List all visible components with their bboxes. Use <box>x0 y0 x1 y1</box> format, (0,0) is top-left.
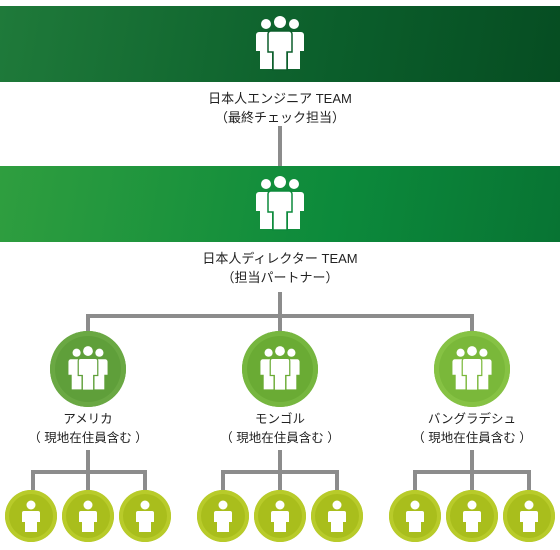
person-icon <box>328 500 346 532</box>
region-note: （ 現地在住員含む ） <box>28 431 148 445</box>
director-team-label: 日本人ディレクター TEAM （担当パートナー） <box>0 249 560 287</box>
member-node <box>5 490 57 542</box>
person-icon <box>79 500 97 532</box>
person-icon <box>520 500 538 532</box>
director-team-band <box>0 166 560 242</box>
member-node <box>197 490 249 542</box>
region-note: （ 現地在住員含む ） <box>412 431 532 445</box>
engineer-team-band <box>0 6 560 82</box>
member-node <box>503 490 555 542</box>
region-name: モンゴル <box>254 412 305 426</box>
region-name: アメリカ <box>63 412 113 426</box>
person-icon <box>214 500 232 532</box>
member-node <box>254 490 306 542</box>
region-node-bangladesh <box>434 331 510 407</box>
engineer-team-role: （最終チェック担当） <box>214 110 345 125</box>
region-label-bangladesh: バングラデシュ （ 現地在住員含む ） <box>382 410 560 448</box>
member-node <box>389 490 441 542</box>
member-node <box>62 490 114 542</box>
person-icon <box>22 500 40 532</box>
engineer-team-name: 日本人エンジニア TEAM <box>208 91 352 106</box>
member-node <box>311 490 363 542</box>
group-icon <box>260 346 300 391</box>
person-icon <box>271 500 289 532</box>
member-node <box>446 490 498 542</box>
region-node-america <box>50 331 126 407</box>
region-label-america: アメリカ （ 現地在住員含む ） <box>0 410 178 448</box>
director-team-name: 日本人ディレクター TEAM <box>202 251 358 266</box>
group-icon <box>68 346 108 391</box>
engineer-team-label: 日本人エンジニア TEAM （最終チェック担当） <box>0 89 560 127</box>
member-node <box>119 490 171 542</box>
person-icon <box>463 500 481 532</box>
region-name: バングラデシュ <box>427 412 517 426</box>
group-icon <box>452 346 492 391</box>
region-node-mongolia <box>242 331 318 407</box>
region-label-mongolia: モンゴル （ 現地在住員含む ） <box>190 410 370 448</box>
region-note: （ 現地在住員含む ） <box>220 431 340 445</box>
group-icon <box>256 176 304 231</box>
person-icon <box>406 500 424 532</box>
director-team-role: （担当パートナー） <box>221 270 339 285</box>
person-icon <box>136 500 154 532</box>
group-icon <box>256 16 304 71</box>
